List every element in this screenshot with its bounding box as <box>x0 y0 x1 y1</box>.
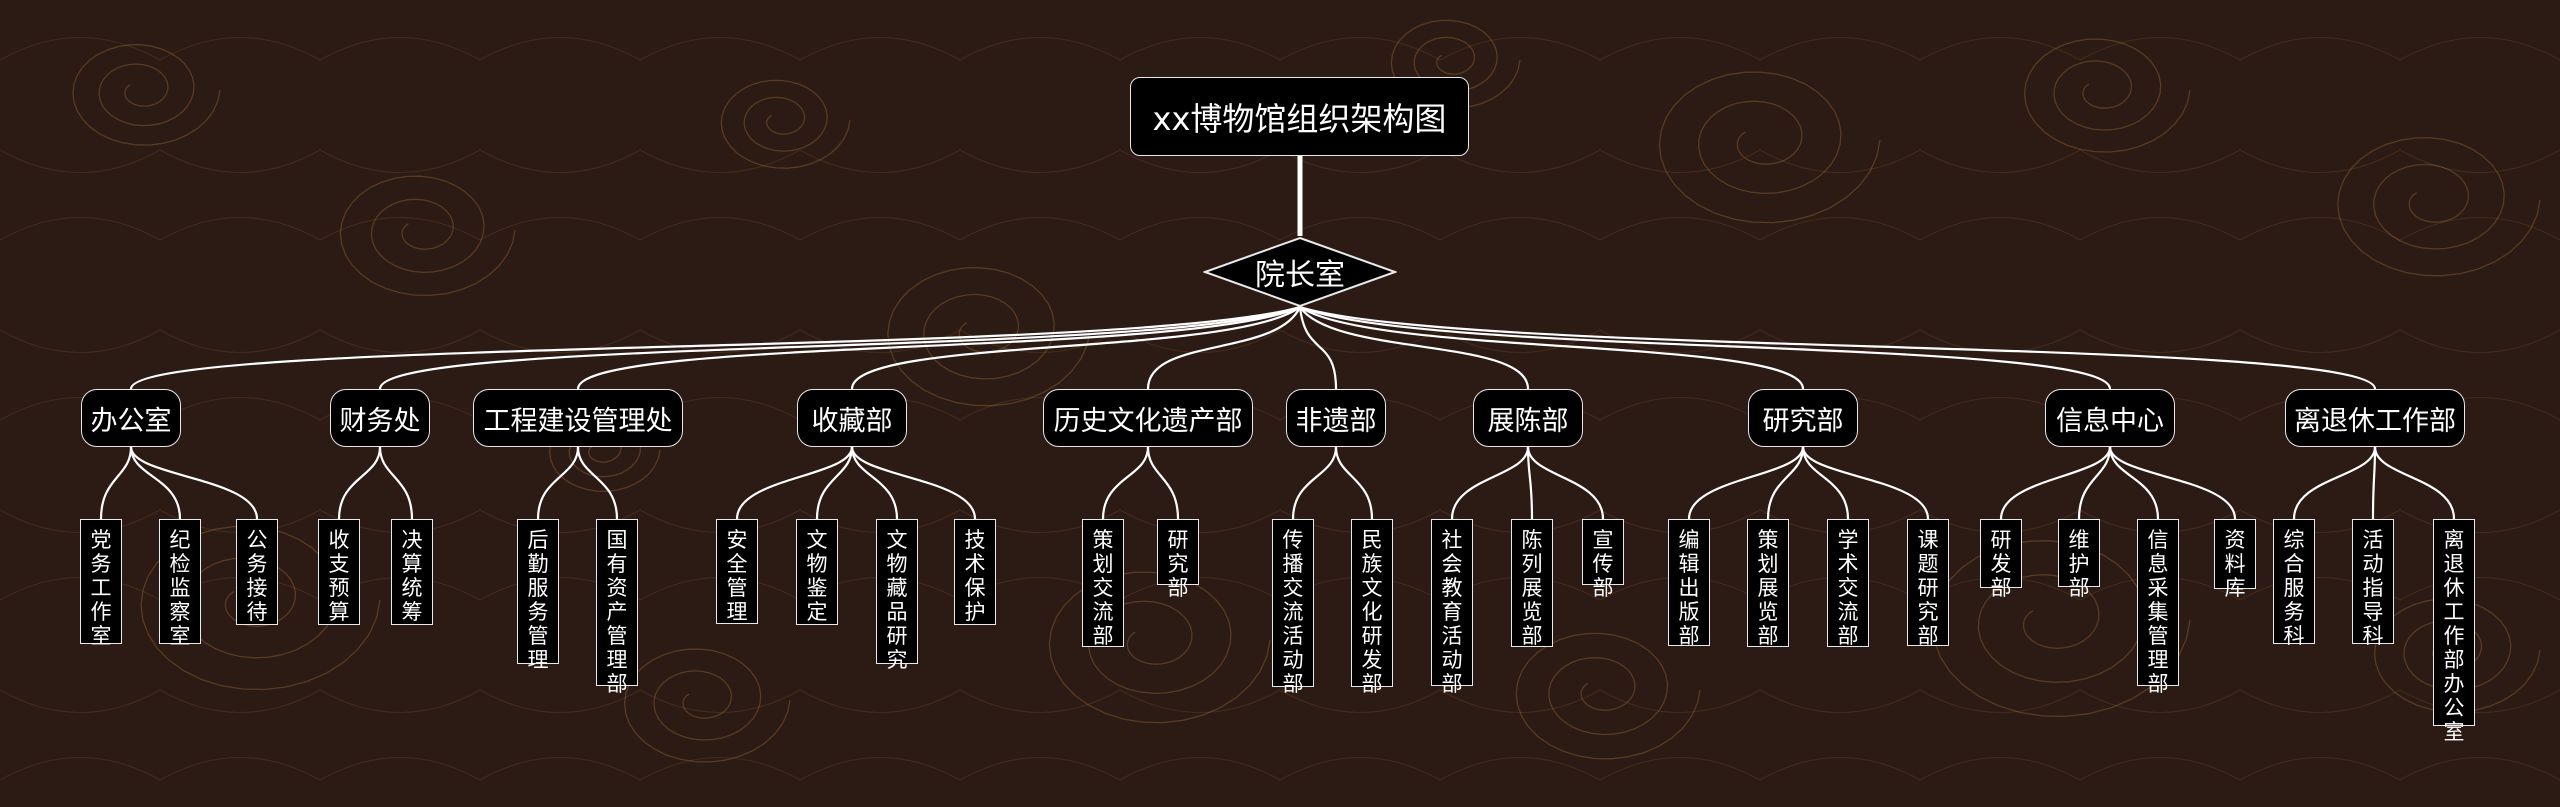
sub-dept-label: 传播交流活动部 <box>1282 528 1304 696</box>
sub-dept-node: 离退休工作部办公室 <box>2433 519 2475 744</box>
sub-dept-label: 资料库 <box>2224 528 2246 600</box>
dept-node: 财务处 <box>330 389 430 447</box>
sub-dept-node: 民族文化研发部 <box>1351 519 1393 696</box>
sub-dept-node: 技术保护 <box>954 519 996 625</box>
sub-dept-label: 文物藏品研究 <box>886 528 908 672</box>
sub-dept-label: 综合服务科 <box>2283 528 2305 648</box>
dept-node: 展陈部 <box>1473 389 1583 447</box>
sub-dept-node: 活动指导科 <box>2352 519 2394 648</box>
sub-dept-label: 信息采集管理部 <box>2147 528 2169 696</box>
sub-dept-label: 后勤服务管理 <box>527 528 549 672</box>
root-node-label: 院长室 <box>1255 258 1345 293</box>
sub-dept-node: 资料库 <box>2214 519 2256 600</box>
sub-dept-label: 宣传部 <box>1592 528 1614 600</box>
sub-dept-label: 纪检监察室 <box>169 528 191 648</box>
sub-dept-label: 活动指导科 <box>2362 528 2384 648</box>
dept-node: 研究部 <box>1748 389 1858 447</box>
sub-dept-label: 技术保护 <box>964 528 986 624</box>
sub-dept-node: 纪检监察室 <box>159 519 201 648</box>
sub-dept-label: 学术交流部 <box>1837 528 1859 648</box>
sub-dept-node: 策划交流部 <box>1082 519 1124 648</box>
sub-dept-node: 后勤服务管理 <box>517 519 559 672</box>
sub-dept-label: 社会教育活动部 <box>1441 528 1463 696</box>
sub-dept-label: 安全管理 <box>726 528 748 624</box>
dept-node: 非遗部 <box>1286 389 1386 447</box>
dept-node: 历史文化遗产部 <box>1043 389 1253 447</box>
sub-dept-node: 信息采集管理部 <box>2137 519 2179 696</box>
sub-dept-node: 安全管理 <box>716 519 758 624</box>
sub-dept-label: 课题研究部 <box>1917 528 1939 648</box>
sub-dept-node: 维护部 <box>2058 519 2100 600</box>
dept-node: 工程建设管理处 <box>473 389 683 447</box>
sub-dept-label: 党务工作室 <box>90 528 112 648</box>
sub-dept-label: 离退休工作部办公室 <box>2443 528 2465 744</box>
sub-dept-node: 文物鉴定 <box>796 519 838 625</box>
sub-dept-label: 公务接待 <box>246 528 268 624</box>
sub-dept-label: 文物鉴定 <box>806 528 828 624</box>
sub-dept-node: 宣传部 <box>1582 519 1624 600</box>
sub-dept-node: 文物藏品研究 <box>876 519 918 672</box>
sub-dept-label: 策划交流部 <box>1092 528 1114 648</box>
chart-title: xx博物馆组织架构图 <box>1130 77 1469 156</box>
sub-dept-node: 综合服务科 <box>2273 519 2315 648</box>
sub-dept-label: 决算统筹 <box>401 528 423 624</box>
sub-dept-node: 传播交流活动部 <box>1272 519 1314 696</box>
dept-node: 信息中心 <box>2045 389 2175 447</box>
sub-dept-node: 编辑出版部 <box>1668 519 1710 648</box>
sub-dept-node: 公务接待 <box>236 519 278 625</box>
sub-dept-label: 研究部 <box>1167 528 1189 600</box>
sub-dept-node: 收支预算 <box>318 519 360 625</box>
sub-dept-node: 党务工作室 <box>80 519 122 648</box>
sub-dept-node: 决算统筹 <box>391 519 433 625</box>
sub-dept-node: 社会教育活动部 <box>1431 519 1473 696</box>
sub-dept-label: 国有资产管理部 <box>606 528 628 696</box>
sub-dept-label: 收支预算 <box>328 528 350 624</box>
sub-dept-label: 编辑出版部 <box>1678 528 1700 648</box>
dept-node: 离退休工作部 <box>2285 389 2465 447</box>
sub-dept-label: 策划展览部 <box>1757 528 1779 648</box>
dept-node: 办公室 <box>81 389 181 447</box>
sub-dept-node: 国有资产管理部 <box>596 519 638 696</box>
sub-dept-label: 维护部 <box>2068 528 2090 600</box>
sub-dept-label: 陈列展览部 <box>1521 528 1543 648</box>
sub-dept-node: 研究部 <box>1157 519 1199 600</box>
root-diamond <box>1203 236 1397 308</box>
sub-dept-label: 研发部 <box>1990 528 2012 600</box>
sub-dept-label: 民族文化研发部 <box>1361 528 1383 696</box>
sub-dept-node: 策划展览部 <box>1747 519 1789 648</box>
sub-dept-node: 学术交流部 <box>1827 519 1869 648</box>
sub-dept-node: 课题研究部 <box>1907 519 1949 648</box>
sub-dept-node: 研发部 <box>1980 519 2022 600</box>
dept-node: 收藏部 <box>797 389 907 447</box>
sub-dept-node: 陈列展览部 <box>1511 519 1553 648</box>
